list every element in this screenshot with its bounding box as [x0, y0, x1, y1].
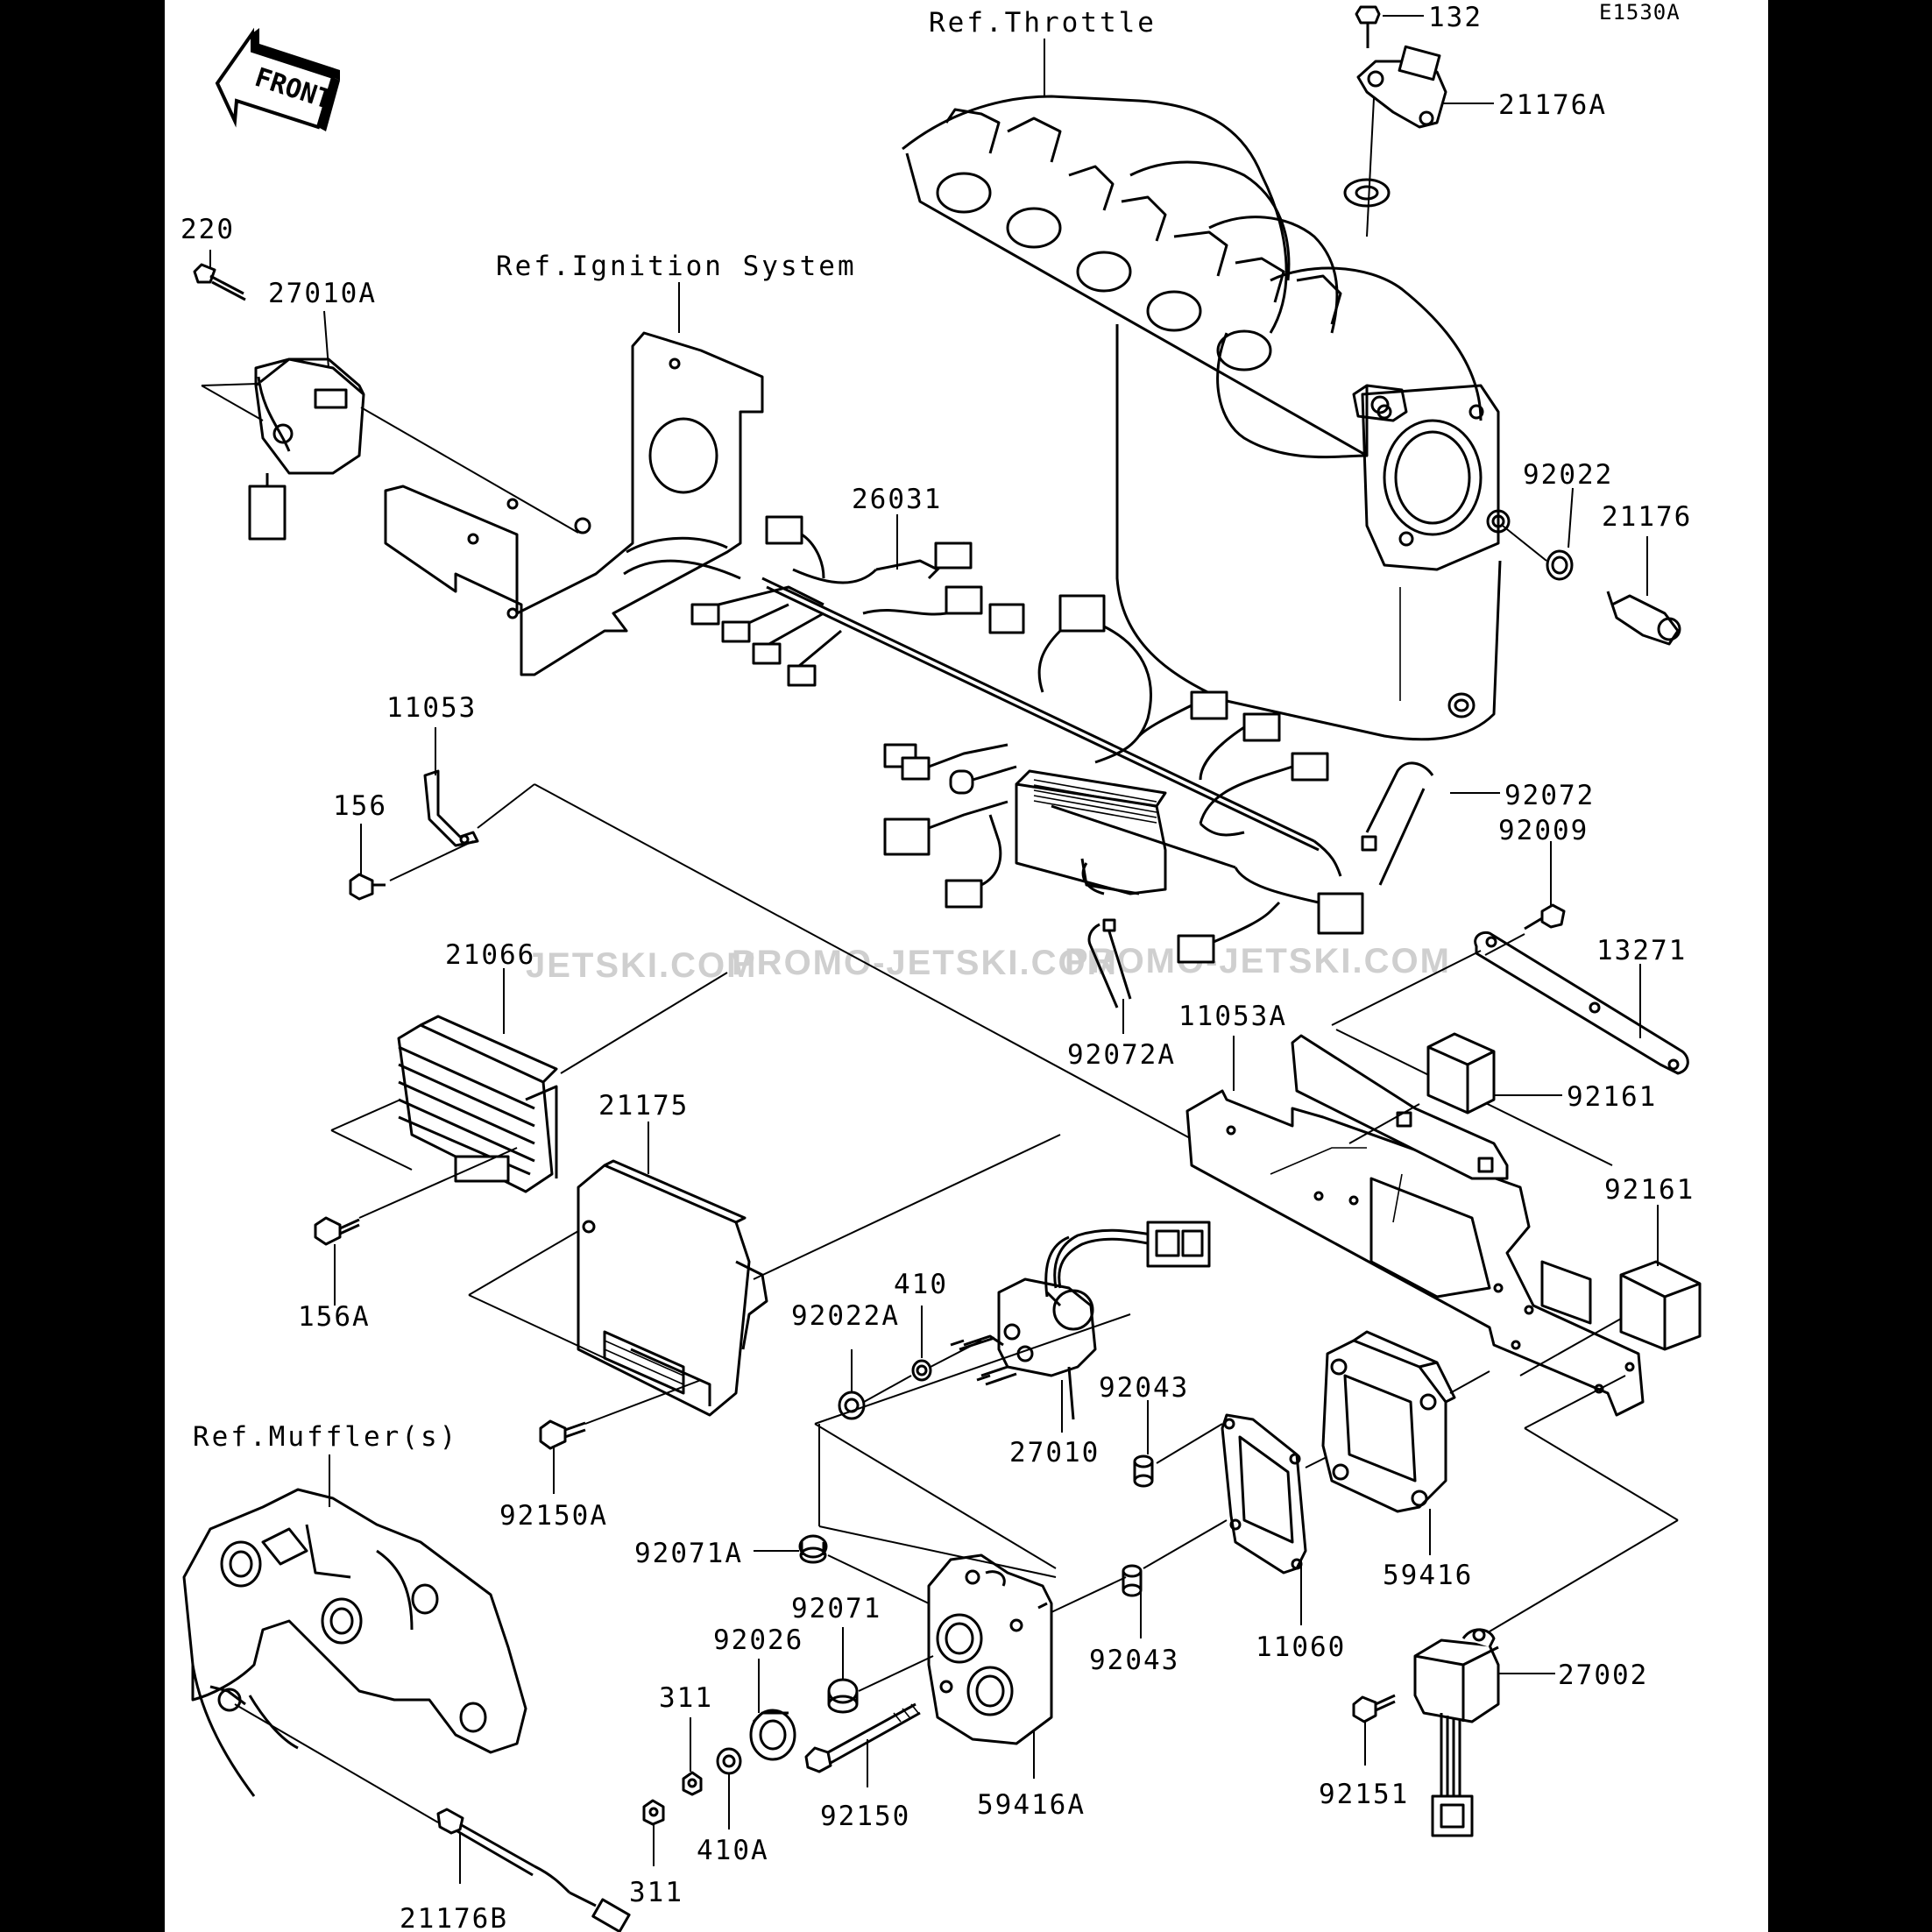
label-92150: 92150 [820, 1801, 910, 1832]
label-59416: 59416 [1383, 1560, 1473, 1591]
label-21066: 21066 [445, 939, 535, 971]
label-92071A: 92071A [634, 1538, 743, 1569]
label-21176A: 21176A [1498, 89, 1607, 121]
sensor-21176A [1356, 45, 1447, 129]
cable-tie-92072A [1087, 918, 1132, 1008]
ref-throttle-label: Ref.Throttle [929, 7, 1157, 39]
diagram-code: E1530A [1599, 0, 1681, 25]
label-92043-upper: 92043 [1099, 1372, 1189, 1404]
bolt-92150A [539, 1419, 586, 1450]
label-92072A: 92072A [1067, 1039, 1176, 1071]
label-92009: 92009 [1498, 815, 1589, 846]
washer-92022A [838, 1391, 866, 1420]
label-21176B: 21176B [400, 1903, 508, 1932]
label-156: 156 [333, 790, 387, 822]
sensor-21176B [436, 1808, 631, 1932]
washer-92022 [1546, 549, 1574, 581]
label-11060: 11060 [1256, 1631, 1346, 1663]
label-27002: 27002 [1558, 1660, 1648, 1691]
label-410: 410 [894, 1269, 948, 1300]
ref-ignition-label: Ref.Ignition System [496, 251, 857, 282]
bolt-92009 [1524, 903, 1566, 931]
cover-59416 [1321, 1330, 1456, 1513]
label-92026: 92026 [713, 1624, 803, 1656]
bolt-156 [349, 873, 386, 901]
relay-27010A [248, 357, 365, 541]
nut-311-lower [642, 1799, 665, 1826]
seal-92026 [749, 1709, 796, 1761]
bracket-13271 [1474, 931, 1689, 1075]
label-27010A: 27010A [268, 278, 377, 309]
watermark-3: PROMO-JETSKI.COM [1065, 942, 1451, 980]
pad-92161-upper [1426, 1032, 1496, 1115]
label-92072: 92072 [1504, 780, 1595, 811]
wiring-harness-26031 [690, 515, 1364, 964]
watermark-1: JETSKI.COM [526, 946, 757, 985]
muffler-outline [182, 1488, 527, 1797]
label-92043-lower: 92043 [1089, 1645, 1179, 1676]
label-11053A: 11053A [1178, 1001, 1287, 1032]
relay-27002 [1413, 1628, 1500, 1837]
sensor-21176 [1606, 591, 1681, 646]
ref-muffler-label: Ref.Muffler(s) [193, 1421, 458, 1453]
pin-92043-upper [1133, 1454, 1154, 1488]
bolt-156A [314, 1216, 360, 1246]
ignition-bracket [384, 331, 764, 676]
housing-59416A [927, 1553, 1053, 1745]
label-11053: 11053 [386, 692, 477, 724]
label-21176: 21176 [1602, 501, 1692, 533]
pin-92043-lower [1122, 1564, 1143, 1597]
bolt-92150 [804, 1702, 921, 1773]
front-arrow-icon: FRONT [215, 27, 340, 131]
washer-410A [716, 1747, 742, 1775]
label-311-lower: 311 [629, 1877, 683, 1908]
bolt-220 [193, 263, 246, 301]
label-27010: 27010 [1009, 1437, 1100, 1468]
label-92161-upper: 92161 [1567, 1081, 1657, 1113]
plug-92071 [827, 1678, 859, 1714]
label-156A: 156A [298, 1301, 371, 1333]
pad-92161-lower [1619, 1260, 1702, 1351]
watermark-2: PROMO-JETSKI.COM [732, 944, 1118, 982]
label-92022A: 92022A [791, 1300, 900, 1332]
nut-311-upper [682, 1771, 703, 1796]
bolt-132 [1355, 5, 1381, 48]
label-92161-lower: 92161 [1604, 1174, 1695, 1206]
label-92022: 92022 [1523, 459, 1613, 491]
plug-92071A [798, 1534, 828, 1564]
label-410A: 410A [697, 1835, 769, 1866]
ecu-21175 [577, 1159, 768, 1417]
label-92150A: 92150A [499, 1500, 608, 1532]
label-13271: 13271 [1596, 935, 1687, 966]
label-220: 220 [180, 214, 235, 245]
throttle-body [902, 95, 1511, 741]
label-132: 132 [1428, 2, 1483, 33]
label-26031: 26031 [852, 484, 942, 515]
gasket-11060 [1221, 1413, 1307, 1575]
label-59416A: 59416A [977, 1789, 1086, 1821]
bolt-92151 [1352, 1694, 1396, 1723]
plate-11053A [1185, 1034, 1645, 1417]
washer-410 [911, 1359, 932, 1382]
bracket-11053 [423, 769, 479, 847]
cable-tie-92072 [1361, 761, 1434, 886]
label-21175: 21175 [598, 1090, 689, 1122]
label-311-upper: 311 [659, 1682, 713, 1714]
label-92151: 92151 [1319, 1779, 1409, 1810]
label-92071: 92071 [791, 1593, 881, 1624]
